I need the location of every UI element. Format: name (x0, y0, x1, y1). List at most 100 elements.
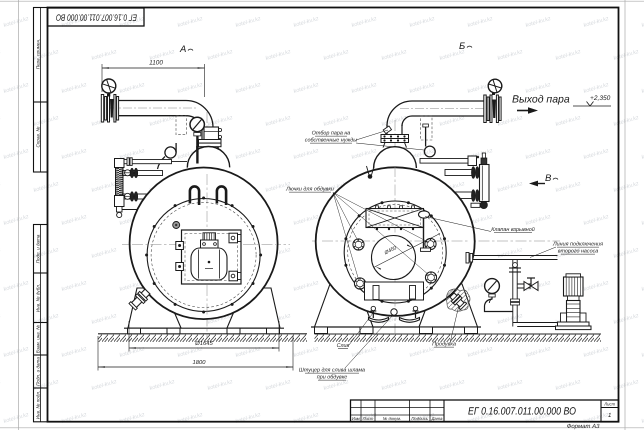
svg-text:kotel-kv.kz: kotel-kv.kz (555, 48, 582, 62)
svg-text:В: В (545, 173, 552, 184)
svg-text:kotel-kv.kz: kotel-kv.kz (555, 378, 582, 392)
svg-text:1800: 1800 (193, 359, 207, 366)
svg-text:Клапан взрывной: Клапан взрывной (491, 227, 535, 233)
svg-text:kotel-kv.kz: kotel-kv.kz (33, 114, 60, 128)
svg-text:kotel-kv.kz: kotel-kv.kz (613, 312, 640, 326)
svg-text:Подп. и дата: Подп. и дата (36, 234, 41, 263)
svg-text:kotel-kv.kz: kotel-kv.kz (613, 180, 640, 194)
svg-text:kotel-kv.kz: kotel-kv.kz (641, 81, 644, 95)
svg-text:kotel-kv.kz: kotel-kv.kz (351, 81, 378, 95)
svg-text:kotel-kv.kz: kotel-kv.kz (323, 48, 350, 62)
svg-text:Линия подключения: Линия подключения (552, 242, 603, 248)
svg-text:kotel-kv.kz: kotel-kv.kz (0, 114, 2, 128)
svg-text:kotel-kv.kz: kotel-kv.kz (33, 180, 60, 194)
svg-text:kotel-kv.kz: kotel-kv.kz (525, 213, 552, 227)
svg-text:kotel-kv.kz: kotel-kv.kz (207, 48, 234, 62)
svg-text:Перв. примен.: Перв. примен. (36, 39, 41, 70)
svg-text:kotel-kv.kz: kotel-kv.kz (641, 279, 644, 293)
svg-text:Лист: Лист (603, 402, 615, 407)
svg-text:ЕГ 0.16.007.011.00.000 ВО: ЕГ 0.16.007.011.00.000 ВО (468, 406, 576, 418)
svg-text:kotel-kv.kz: kotel-kv.kz (323, 114, 350, 128)
svg-text:kotel-kv.kz: kotel-kv.kz (119, 345, 146, 359)
svg-text:kotel-kv.kz: kotel-kv.kz (525, 15, 552, 29)
svg-text:kotel-kv.kz: kotel-kv.kz (293, 15, 320, 29)
svg-text:Выход пара: Выход пара (512, 94, 570, 106)
svg-text:Ø1645: Ø1645 (194, 340, 213, 347)
svg-text:kotel-kv.kz: kotel-kv.kz (293, 345, 320, 359)
svg-text:kotel-kv.kz: kotel-kv.kz (381, 48, 408, 62)
svg-text:kotel-kv.kz: kotel-kv.kz (91, 312, 118, 326)
svg-text:kotel-kv.kz: kotel-kv.kz (613, 378, 640, 392)
svg-text:kotel-kv.kz: kotel-kv.kz (497, 48, 524, 62)
svg-text:1: 1 (608, 412, 611, 419)
svg-text:kotel-kv.kz: kotel-kv.kz (0, 312, 2, 326)
svg-text:kotel-kv.kz: kotel-kv.kz (61, 411, 88, 425)
svg-text:kotel-kv.kz: kotel-kv.kz (293, 279, 320, 293)
svg-text:ЕГ 0.16.007.011.00.000 ВО: ЕГ 0.16.007.011.00.000 ВО (56, 12, 137, 22)
svg-text:Слив: Слив (337, 343, 350, 349)
svg-text:kotel-kv.kz: kotel-kv.kz (91, 246, 118, 260)
svg-text:kotel-kv.kz: kotel-kv.kz (583, 147, 610, 161)
svg-text:kotel-kv.kz: kotel-kv.kz (177, 345, 204, 359)
svg-text:А: А (179, 44, 186, 55)
svg-text:kotel-kv.kz: kotel-kv.kz (0, 246, 2, 260)
svg-text:kotel-kv.kz: kotel-kv.kz (3, 15, 30, 29)
svg-text:kotel-kv.kz: kotel-kv.kz (583, 279, 610, 293)
svg-text:Подпись: Подпись (411, 416, 428, 421)
svg-text:kotel-kv.kz: kotel-kv.kz (467, 345, 494, 359)
svg-text:kotel-kv.kz: kotel-kv.kz (265, 48, 292, 62)
svg-text:kotel-kv.kz: kotel-kv.kz (293, 411, 320, 425)
svg-text:kotel-kv.kz: kotel-kv.kz (3, 81, 30, 95)
svg-text:kotel-kv.kz: kotel-kv.kz (33, 312, 60, 326)
svg-text:kotel-kv.kz: kotel-kv.kz (583, 345, 610, 359)
svg-text:kotel-kv.kz: kotel-kv.kz (409, 15, 436, 29)
svg-text:kotel-kv.kz: kotel-kv.kz (497, 246, 524, 260)
svg-text:kotel-kv.kz: kotel-kv.kz (439, 378, 466, 392)
svg-text:kotel-kv.kz: kotel-kv.kz (235, 81, 262, 95)
svg-text:kotel-kv.kz: kotel-kv.kz (613, 48, 640, 62)
svg-text:kotel-kv.kz: kotel-kv.kz (3, 345, 30, 359)
svg-text:Ø450: Ø450 (383, 245, 398, 257)
svg-text:Отбор пара на: Отбор пара на (312, 131, 351, 137)
svg-text:Инв. № дубл.: Инв. № дубл. (36, 284, 41, 312)
svg-text:+2,350: +2,350 (590, 95, 611, 102)
svg-text:kotel-kv.kz: kotel-kv.kz (555, 180, 582, 194)
svg-text:Формат А3: Формат А3 (567, 423, 600, 430)
svg-text:Взам. инв. №: Взам. инв. № (36, 325, 41, 353)
svg-text:kotel-kv.kz: kotel-kv.kz (177, 81, 204, 95)
svg-text:kotel-kv.kz: kotel-kv.kz (641, 15, 644, 29)
svg-text:kotel-kv.kz: kotel-kv.kz (61, 81, 88, 95)
svg-text:Штуцер для слива шлама: Штуцер для слива шлама (299, 368, 365, 374)
svg-text:Дата: Дата (430, 416, 443, 421)
svg-text:kotel-kv.kz: kotel-kv.kz (235, 147, 262, 161)
svg-text:kotel-kv.kz: kotel-kv.kz (3, 147, 30, 161)
svg-text:kotel-kv.kz: kotel-kv.kz (293, 147, 320, 161)
svg-text:kotel-kv.kz: kotel-kv.kz (583, 15, 610, 29)
svg-text:№ докум.: № докум. (383, 416, 401, 421)
svg-text:kotel-kv.kz: kotel-kv.kz (265, 378, 292, 392)
svg-text:второго насоса: второго насоса (558, 249, 599, 255)
svg-text:kotel-kv.kz: kotel-kv.kz (613, 114, 640, 128)
svg-text:Инв. № подл.: Инв. № подл. (36, 391, 41, 420)
svg-text:kotel-kv.kz: kotel-kv.kz (61, 213, 88, 227)
svg-text:при обдувке: при обдувке (317, 375, 348, 381)
svg-text:kotel-kv.kz: kotel-kv.kz (0, 48, 2, 62)
svg-text:kotel-kv.kz: kotel-kv.kz (235, 411, 262, 425)
svg-text:kotel-kv.kz: kotel-kv.kz (61, 147, 88, 161)
svg-text:kotel-kv.kz: kotel-kv.kz (91, 378, 118, 392)
svg-text:kotel-kv.kz: kotel-kv.kz (583, 411, 610, 425)
svg-text:Изм: Изм (352, 416, 360, 421)
svg-text:kotel-kv.kz: kotel-kv.kz (641, 411, 644, 425)
svg-text:kotel-kv.kz: kotel-kv.kz (583, 81, 610, 95)
svg-text:kotel-kv.kz: kotel-kv.kz (119, 411, 146, 425)
svg-text:kotel-kv.kz: kotel-kv.kz (613, 246, 640, 260)
svg-text:kotel-kv.kz: kotel-kv.kz (641, 147, 644, 161)
svg-text:kotel-kv.kz: kotel-kv.kz (177, 411, 204, 425)
svg-text:Лючки для обдувки: Лючки для обдувки (285, 187, 334, 193)
svg-text:1100: 1100 (149, 60, 163, 67)
svg-text:kotel-kv.kz: kotel-kv.kz (525, 345, 552, 359)
svg-text:kotel-kv.kz: kotel-kv.kz (293, 213, 320, 227)
svg-text:kotel-kv.kz: kotel-kv.kz (119, 81, 146, 95)
svg-text:kotel-kv.kz: kotel-kv.kz (497, 180, 524, 194)
svg-text:kotel-kv.kz: kotel-kv.kz (3, 213, 30, 227)
